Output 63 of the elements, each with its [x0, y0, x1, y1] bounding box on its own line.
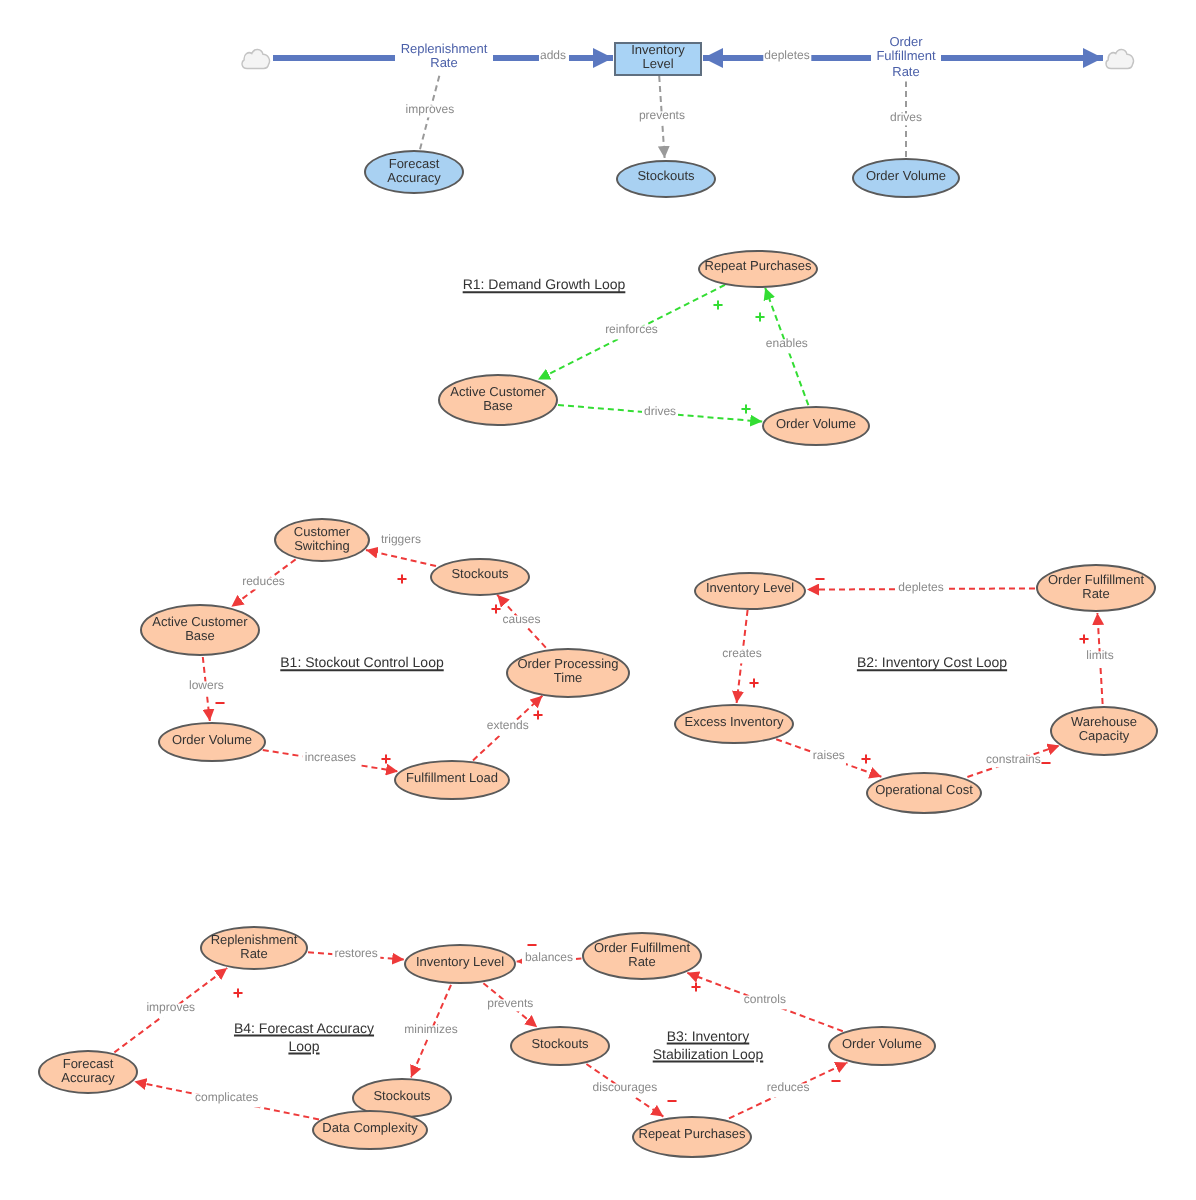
- flow-pipe: [273, 55, 395, 61]
- arrow: [763, 286, 810, 407]
- variable-ellipse: [404, 944, 516, 984]
- polarity-sign: −: [214, 695, 226, 713]
- link-line: [905, 80, 907, 158]
- variable-ellipse: [582, 932, 702, 980]
- arrow: [496, 593, 547, 649]
- arrow: [365, 546, 437, 567]
- variable-ellipse: [364, 150, 464, 194]
- polarity-sign: −: [526, 937, 538, 955]
- arrow: [585, 1063, 665, 1118]
- variable-ellipse: [158, 722, 266, 762]
- polarity-sign: +: [1078, 631, 1090, 649]
- variable-ellipse: [866, 771, 982, 813]
- flow-pipe: [941, 48, 1103, 68]
- variable-ellipse: [674, 704, 794, 744]
- polarity-sign: −: [1040, 755, 1052, 773]
- arrow: [482, 982, 539, 1029]
- arrow: [201, 656, 215, 722]
- variable-ellipse: [1036, 564, 1156, 612]
- arrow: [113, 967, 229, 1054]
- polarity-sign: −: [830, 1073, 842, 1091]
- variable-ellipse: [352, 1078, 452, 1118]
- polarity-sign: −: [814, 571, 826, 589]
- arrow: [410, 983, 452, 1079]
- link-line: [419, 73, 441, 151]
- polarity-sign: +: [380, 751, 392, 769]
- arrow: [472, 694, 544, 762]
- variable-ellipse: [394, 760, 510, 800]
- polarity-sign: +: [740, 401, 752, 419]
- arrow: [230, 558, 297, 608]
- arrow: [657, 75, 670, 159]
- variable-ellipse: [200, 926, 308, 970]
- arrow: [1092, 612, 1105, 705]
- variable-ellipse: [828, 1026, 936, 1066]
- polarity-sign: +: [860, 751, 872, 769]
- variable-ellipse: [274, 518, 370, 562]
- polarity-sign: −: [666, 1093, 678, 1111]
- variable-ellipse: [852, 158, 960, 198]
- variable-ellipse: [616, 159, 716, 197]
- variable-ellipse: [694, 571, 806, 609]
- arrow: [732, 609, 749, 704]
- variable-ellipse: [762, 406, 870, 446]
- variable-ellipse: [1050, 705, 1158, 755]
- variable-ellipse: [510, 1026, 610, 1066]
- polarity-sign: +: [396, 571, 408, 589]
- variable-ellipse: [312, 1110, 428, 1150]
- polarity-sign: +: [754, 309, 766, 327]
- variable-ellipse: [430, 557, 530, 595]
- polarity-sign: +: [532, 707, 544, 725]
- polarity-sign: +: [232, 985, 244, 1003]
- variable-ellipse: [38, 1050, 138, 1094]
- polarity-sign: +: [490, 601, 502, 619]
- arrow: [728, 1061, 849, 1120]
- stock-box: [614, 41, 702, 75]
- arrow: [686, 971, 844, 1033]
- polarity-sign: +: [712, 297, 724, 315]
- arrow: [557, 404, 764, 427]
- cloud-symbol: [1104, 47, 1136, 69]
- polarity-sign: +: [748, 675, 760, 693]
- polarity-sign: +: [690, 979, 702, 997]
- arrow: [537, 283, 726, 381]
- cloud-symbol: [240, 47, 272, 69]
